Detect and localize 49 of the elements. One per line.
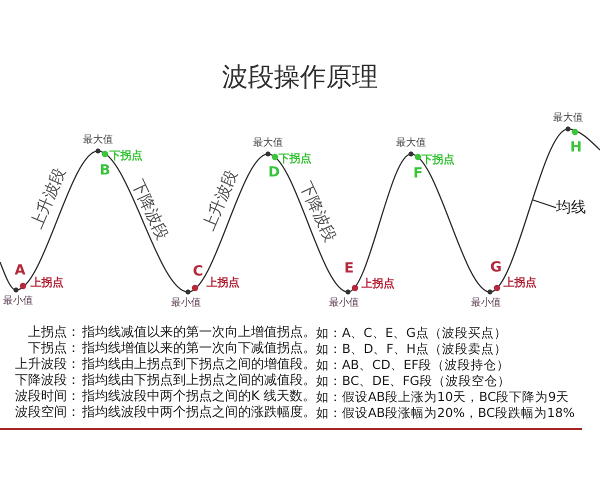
definition-text: 指均线减值以来的第一次向上增值拐点。 (82, 326, 316, 340)
segment-label: 下降波段 (128, 177, 172, 243)
segment-label: 下降波段 (296, 179, 340, 245)
point-letter: H (570, 140, 582, 156)
definition-text: 指均线由下拐点到上拐点之间的减值段。 (82, 374, 316, 388)
turning-point-label: 上拐点 (30, 276, 64, 290)
maximum-label: 最大值 (553, 112, 583, 124)
maximum-label: 最大值 (253, 138, 283, 148)
minimum-label: 最小值 (471, 298, 501, 308)
minimum-label: 最小值 (329, 298, 359, 308)
example-text: 如：假设AB段涨幅为20%，BC段跌幅为18% (316, 406, 575, 420)
title: 波段操作原理 (222, 64, 378, 92)
point-letter: F (413, 166, 423, 182)
maximum-label: 最大值 (83, 134, 113, 146)
turning-point-label: 上拐点 (504, 276, 536, 290)
definition-text: 指均线由上拐点到下拐点之间的增值段。 (82, 358, 316, 372)
leader-line (532, 199, 556, 208)
point-letter: C (192, 264, 204, 280)
maximum-label: 最大值 (396, 138, 426, 148)
term-label: 上拐点： (28, 326, 80, 340)
minimum-label: 最小值 (3, 296, 33, 306)
point-letter: A (14, 263, 26, 279)
example-text: 如：AB、CD、EF段（波段持仓） (316, 358, 510, 372)
curve-label: 均线 (556, 199, 586, 216)
turning-point-label: 下拐点 (110, 150, 142, 162)
example-text: 如：A、C、E、G点（波段买点） (316, 326, 507, 340)
segment-label: 上升波段 (27, 165, 69, 231)
turning-point-label: 下拐点 (422, 154, 454, 166)
segment-label: 上升波段 (199, 167, 241, 233)
point-letter: G (490, 260, 502, 276)
minimum-label: 最小值 (171, 298, 201, 308)
turning-point-label: 上拐点 (206, 276, 240, 290)
definition-text: 指均线增值以来的第一次向下减值拐点。 (82, 342, 316, 356)
example-text: 如：B、D、F、H点（波段卖点） (316, 342, 507, 356)
definition-text: 指均线波段中两个拐点之间的涨跌幅度。 (82, 406, 316, 420)
term-label: 下降波段： (15, 374, 80, 388)
point-letter: D (268, 165, 280, 181)
point-letter: B (100, 163, 110, 179)
point-letter: E (344, 261, 354, 277)
term-label: 波段空间： (15, 406, 80, 420)
term-label: 下拐点： (28, 342, 80, 356)
term-label: 上升波段： (15, 358, 80, 372)
turning-point-label: 下拐点 (278, 152, 312, 166)
average-line-curve (0, 128, 600, 293)
definition-text: 指均线波段中两个拐点之间的K 线天数。 (82, 390, 316, 404)
example-text: 如：BC、DE、FG段（波段空仓） (316, 374, 510, 388)
example-text: 如：假设AB段上涨为10天，BC段下降为9天 (316, 390, 570, 404)
turning-point-label: 上拐点 (362, 278, 394, 290)
term-label: 波段时间： (15, 390, 80, 404)
